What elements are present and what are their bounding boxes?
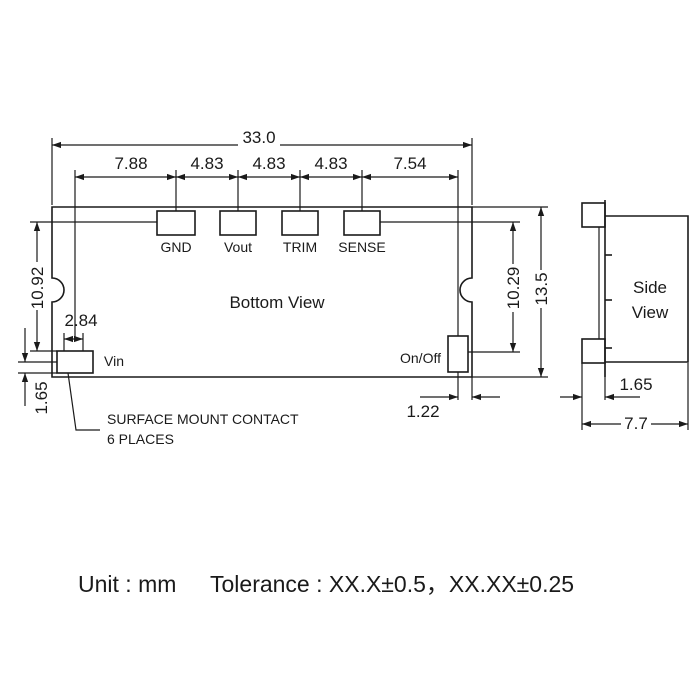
dim-side-pad: 1.65 — [619, 375, 652, 394]
dim-pad-height: 1.65 — [32, 381, 51, 414]
dim-total-height: 13.5 — [532, 272, 551, 305]
tolerance-note: Tolerance : XX.X±0.5，XX.XX±0.25 — [210, 571, 574, 597]
pin-vout-pad — [219, 210, 257, 236]
dim-total-width: 33.0 — [242, 128, 275, 147]
side-view-pad-top — [581, 202, 606, 228]
dim-pitch-1: 7.88 — [114, 154, 147, 173]
pin-sense-pad — [343, 210, 381, 236]
side-view-pad-bottom — [581, 338, 606, 364]
pin-vin-label: Vin — [104, 353, 124, 369]
pin-trim-label: TRIM — [283, 239, 317, 255]
pin-vin-pad — [56, 350, 94, 374]
pin-vout-label: Vout — [224, 239, 252, 255]
bottom-view-label: Bottom View — [229, 293, 325, 312]
pin-onoff-pad — [447, 335, 469, 373]
contact-note-line2: 6 PLACES — [107, 431, 174, 447]
pin-onoff-label: On/Off — [400, 350, 441, 366]
dim-pad-offset: 2.84 — [64, 311, 97, 330]
dim-pitch-4: 4.83 — [314, 154, 347, 173]
pin-gnd-label: GND — [160, 239, 191, 255]
dim-onoff-offset: 1.22 — [406, 402, 439, 421]
unit-note: Unit : mm — [78, 571, 176, 597]
dim-right-inner-height: 10.29 — [504, 267, 523, 310]
pin-gnd-pad — [156, 210, 196, 236]
side-view-label-line2: View — [632, 303, 669, 322]
dim-left-height: 10.92 — [28, 267, 47, 310]
dim-pitch-5: 7.54 — [393, 154, 426, 173]
pin-sense-label: SENSE — [338, 239, 385, 255]
dim-pitch-3: 4.83 — [252, 154, 285, 173]
dim-pitch-2: 4.83 — [190, 154, 223, 173]
dim-side-thickness: 7.7 — [624, 414, 648, 433]
contact-note-line1: SURFACE MOUNT CONTACT — [107, 411, 299, 427]
side-view-label-line1: Side — [633, 278, 667, 297]
pin-trim-pad — [281, 210, 319, 236]
